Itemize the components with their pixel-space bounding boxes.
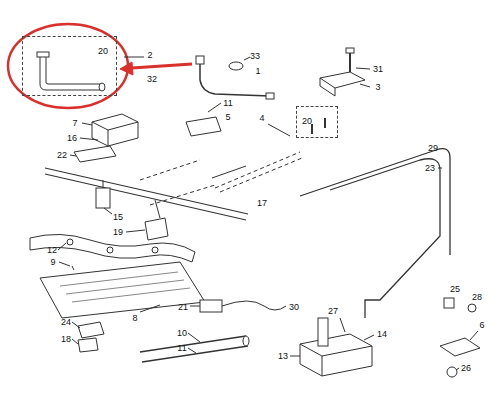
callout-number: 19 [113,227,123,237]
callout-number: 1 [255,66,260,76]
callout-number: 8 [132,313,137,323]
callout-number: 32 [147,74,157,84]
callout-number: 28 [472,292,482,302]
callout-number: 12 [47,245,57,255]
highlight-arrowhead [120,62,133,75]
highlight-arrow [132,64,192,68]
callout-number: 18 [61,334,71,344]
callout-number: 3 [375,82,380,92]
callout-number: 10 [177,328,187,338]
callout-number: 29 [428,143,438,153]
callout-number: 23 [425,163,435,173]
callout-number: 2 [147,50,152,60]
callout-number: 14 [377,329,387,339]
callout-number: 26 [461,363,471,373]
callout-number: 24 [61,317,71,327]
callout-number: 33 [250,51,260,61]
callout-number: 15 [113,212,123,222]
callout-number: 6 [479,320,484,330]
callout-number: 30 [289,302,299,312]
callout-number: 11 [223,98,232,108]
dashed-group-box: 20 [296,106,338,138]
callout-number: 5 [225,112,230,122]
callout-number: 11 [177,343,186,353]
callout-number: 9 [50,257,55,267]
dashed-group-box: 20 [22,36,117,96]
highlight-circle [8,24,128,108]
callout-number: 20 [98,46,108,56]
callout-number: 4 [259,113,264,123]
callout-number: 27 [328,306,338,316]
callout-number: 17 [257,198,267,208]
tube-part [40,56,100,90]
callout-number: 16 [67,133,77,143]
callout-number: 22 [57,150,67,160]
callout-number: 20 [302,116,312,126]
callout-number: 13 [278,351,288,361]
callout-number: 7 [72,118,77,128]
callout-number: 21 [178,302,188,312]
callout-number: 31 [373,64,383,74]
callout-number: 25 [450,284,460,294]
